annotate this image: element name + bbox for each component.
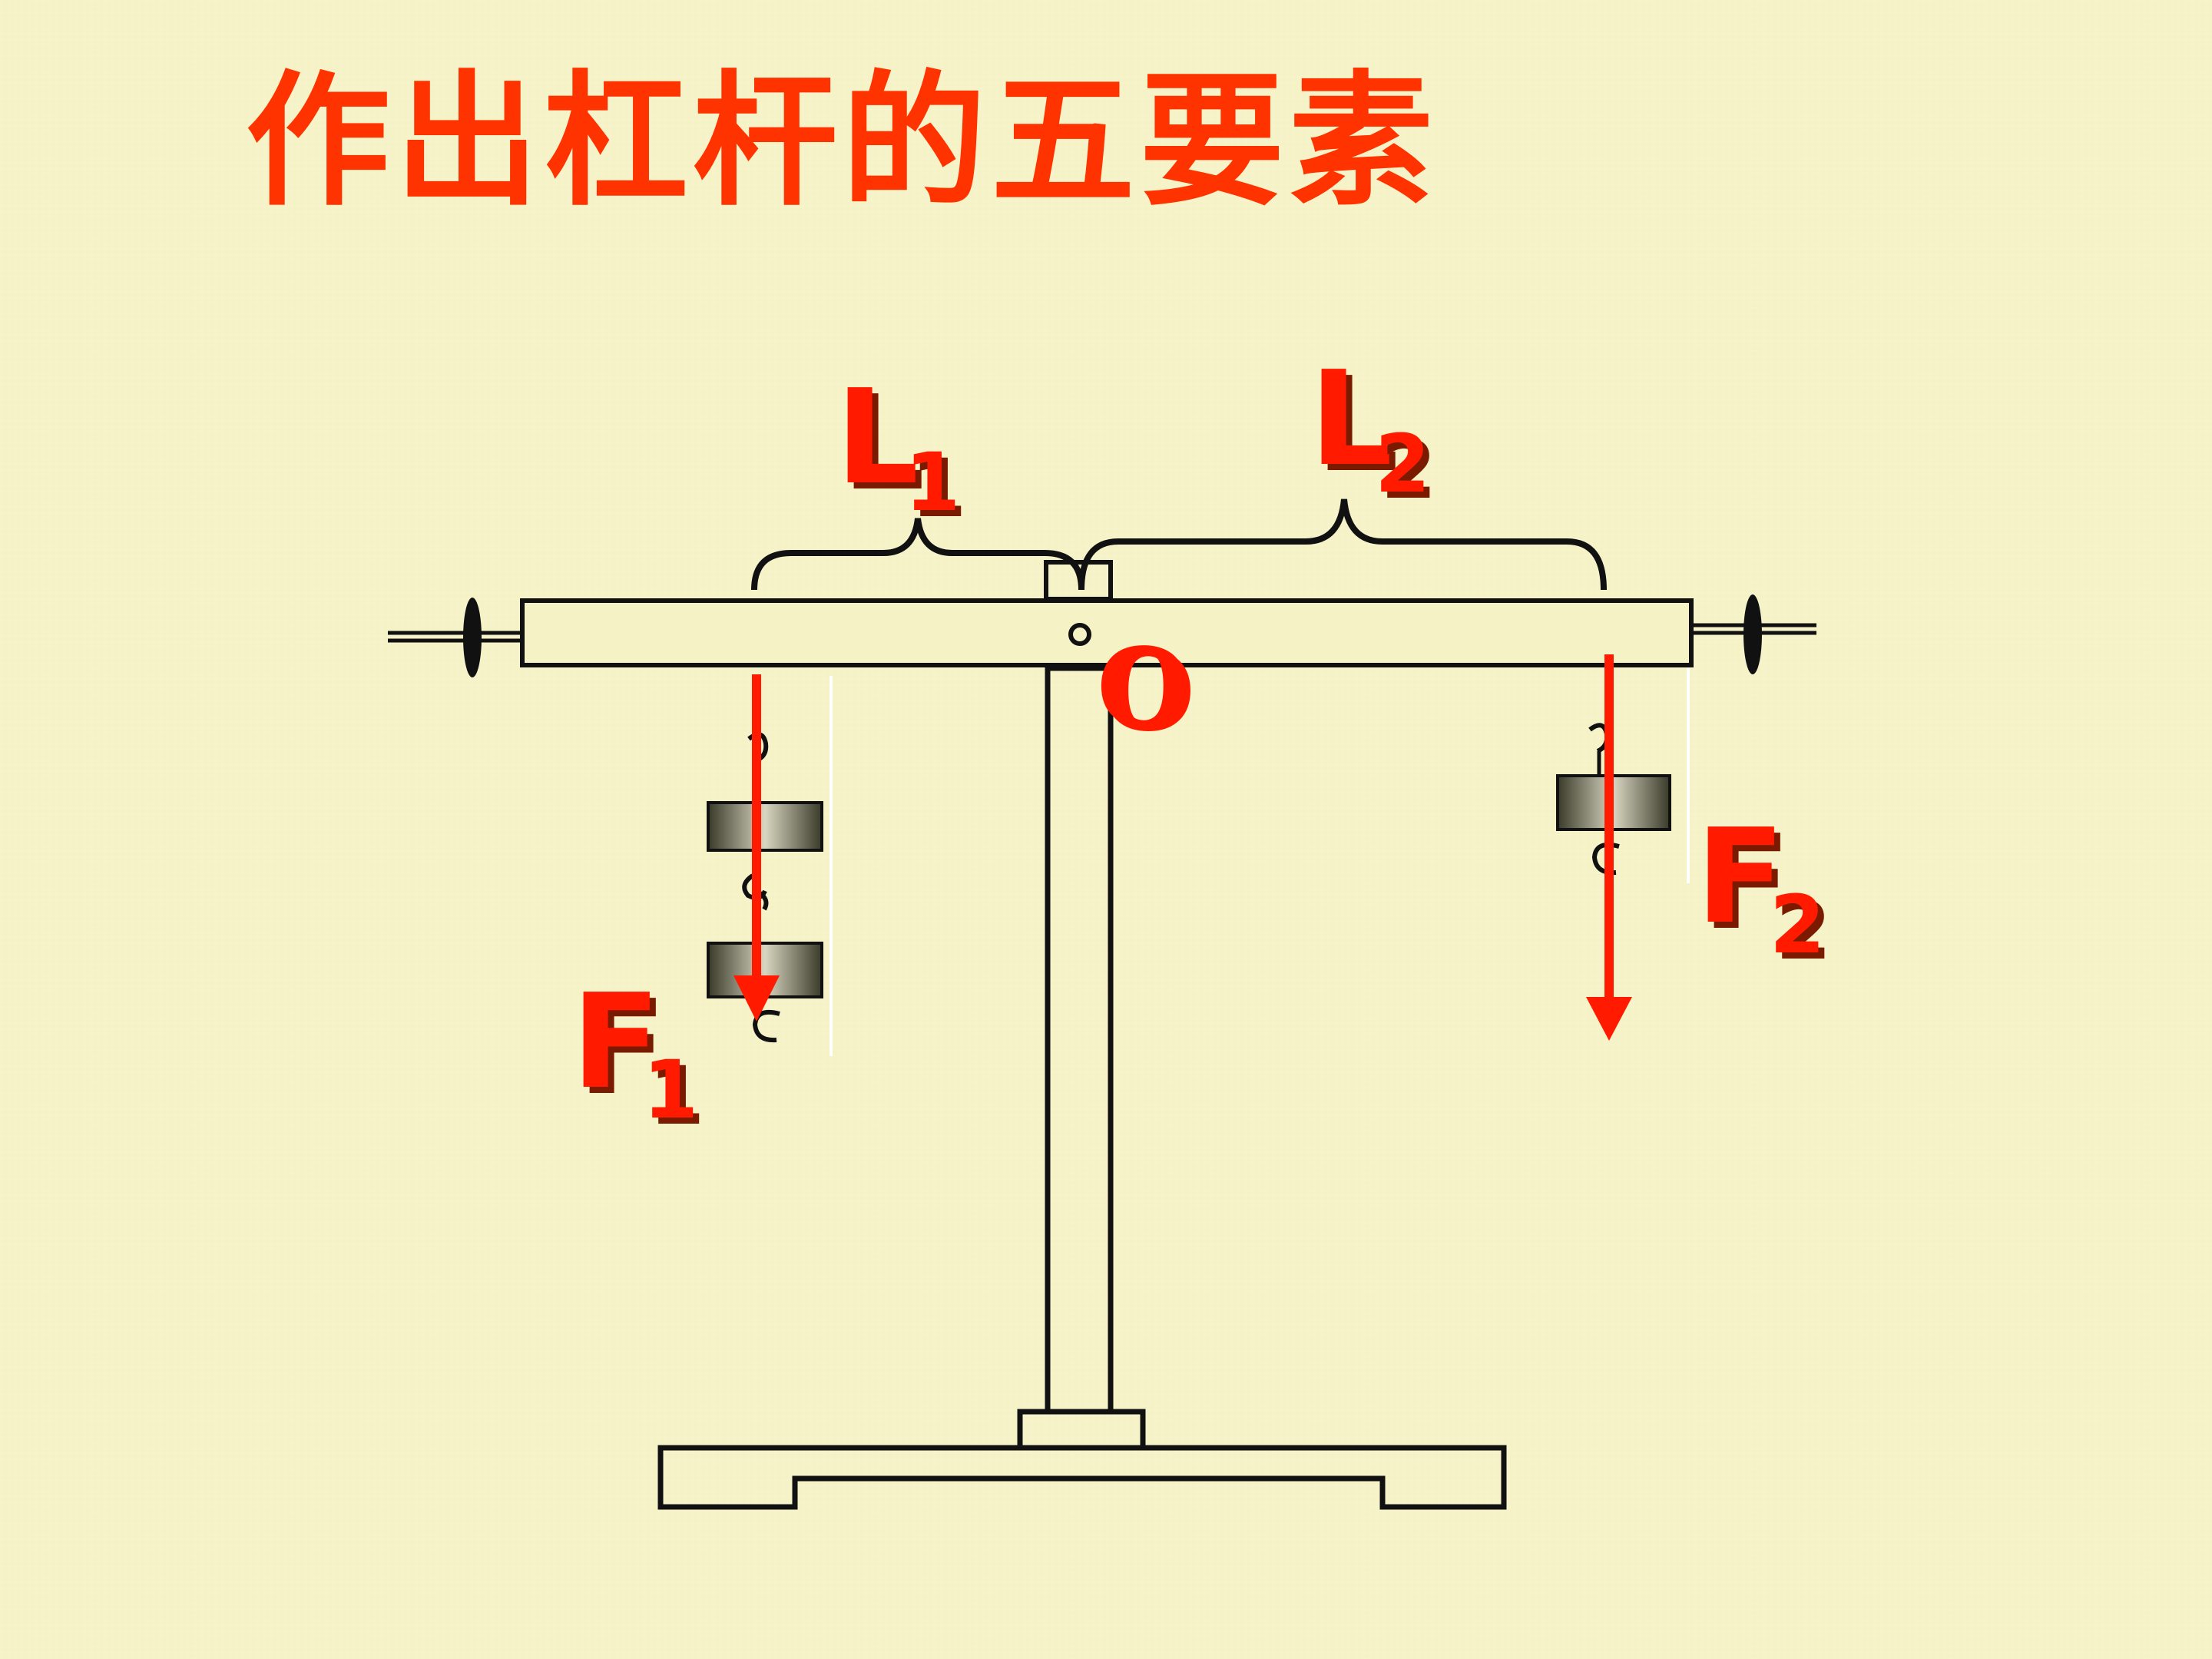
svg-text:L: L (842, 368, 925, 520)
svg-text:F: F (578, 972, 667, 1124)
pivot-hole (1068, 623, 1091, 646)
stand-base-block (1017, 1409, 1146, 1451)
svg-text:2: 2 (1770, 878, 1825, 972)
left-balance-nut (388, 598, 522, 677)
svg-text:L: L (836, 362, 919, 514)
slide-title: 作出杠杆的五要素 (246, 56, 1438, 226)
label-fulcrum-o: O O (1097, 625, 1195, 756)
svg-text:L: L (1316, 349, 1399, 502)
brace-l2 (1078, 498, 1607, 591)
svg-text:F: F (571, 966, 661, 1118)
brace-l1 (751, 518, 1084, 591)
svg-text:2: 2 (1375, 417, 1430, 511)
svg-text:1: 1 (643, 1043, 698, 1137)
label-l1: L L 1 1 (836, 362, 966, 535)
right-balance-nut (1691, 594, 1816, 674)
svg-text:2: 2 (1381, 423, 1436, 517)
stand-post (1045, 665, 1114, 1415)
svg-text:O: O (1101, 630, 1195, 756)
svg-text:L: L (1310, 343, 1392, 495)
stand-base (657, 1445, 1507, 1510)
force-arrow-f2 (1586, 654, 1632, 1041)
lever-bar (520, 598, 1694, 667)
svg-text:1: 1 (911, 442, 966, 535)
svg-text:2: 2 (1776, 884, 1831, 978)
label-f1: F F 1 1 (571, 966, 704, 1143)
svg-text:F: F (1696, 801, 1785, 953)
force-arrow-f1 (733, 674, 780, 1022)
label-f2: F F 2 2 (1696, 801, 1831, 978)
svg-text:1: 1 (649, 1049, 704, 1143)
svg-text:1: 1 (905, 435, 960, 529)
svg-text:F: F (1702, 807, 1791, 959)
label-l2: L L 2 2 (1310, 343, 1436, 517)
svg-text:O: O (1097, 625, 1190, 751)
